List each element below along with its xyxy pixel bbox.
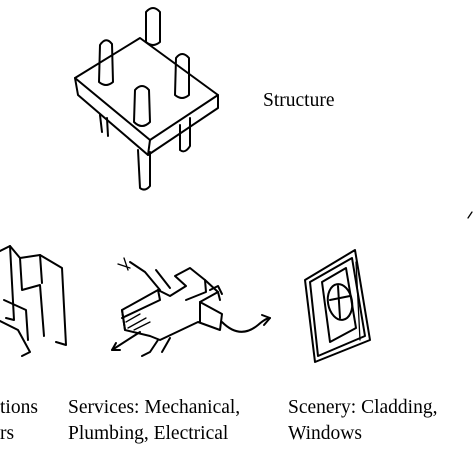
services-label-line1: Services: Mechanical,	[68, 397, 241, 418]
structure-label: Structure	[263, 90, 335, 111]
scenery-label-line1: Scenery: Cladding,	[288, 397, 438, 418]
edge-mark	[467, 211, 473, 219]
partitions-sketch	[0, 245, 67, 357]
structure-table-sketch	[74, 7, 219, 191]
partitions-label-line1: tions	[0, 397, 38, 418]
scenery-label-line2: Windows	[288, 423, 362, 444]
services-label-line2: Plumbing, Electrical	[68, 423, 229, 444]
partitions-label-line2: rs	[0, 423, 15, 444]
scenery-window-sketch	[304, 249, 371, 363]
services-duct-sketch	[111, 257, 271, 357]
